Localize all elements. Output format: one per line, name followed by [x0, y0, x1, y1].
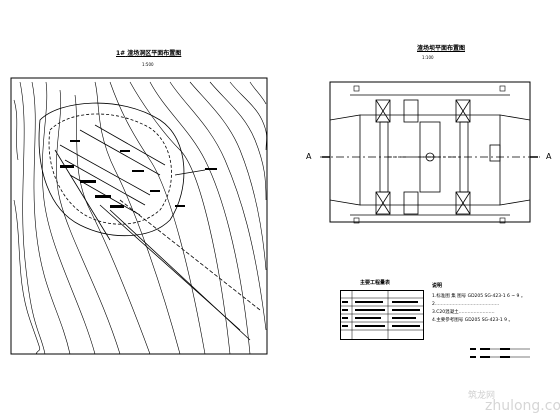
- note-line: 2.……………………………………: [432, 302, 500, 307]
- section-label-right: A: [546, 152, 552, 161]
- plan-annotations: [60, 140, 217, 208]
- note-line: 1.标准图 集 图号 GD205 SG-423-1 6 ~ 9 。: [432, 294, 526, 299]
- right-drawing-scale: 1:100: [422, 55, 434, 60]
- scale-bar: [470, 348, 530, 358]
- watermark-brand: zhulong.com: [485, 398, 560, 414]
- left-frame: [10, 77, 268, 355]
- watermark-cn: 筑龙网: [468, 391, 496, 401]
- corner-marks: [353, 85, 506, 224]
- left-drawing-title: 1# 渣场洞区平面布置图: [116, 51, 181, 57]
- quantity-table: [340, 290, 424, 340]
- right-drawing-title: 渣场坝平面布置图: [417, 45, 466, 52]
- right-frame: [329, 81, 531, 223]
- notes-list: 1.标准图 集 图号 GD205 SG-423-1 6 ~ 9 。 2.……………: [432, 293, 525, 325]
- notes-heading: 说明: [432, 283, 443, 289]
- spoil-area: [38, 102, 261, 341]
- wing-walls: [329, 94, 531, 216]
- section-label-left: A: [306, 152, 312, 161]
- note-line: 4.主要参考图号 GD205 SG-423-1 9 。: [432, 318, 513, 323]
- columns: [375, 99, 471, 215]
- left-drawing-scale: 1:500: [142, 62, 154, 67]
- table-title: 主要工程量表: [360, 280, 391, 286]
- left-title-number: 1#: [116, 50, 126, 57]
- left-title-text: 渣场洞区平面布置图: [127, 50, 182, 57]
- note-line: 3.C20混凝土……………………: [432, 310, 495, 315]
